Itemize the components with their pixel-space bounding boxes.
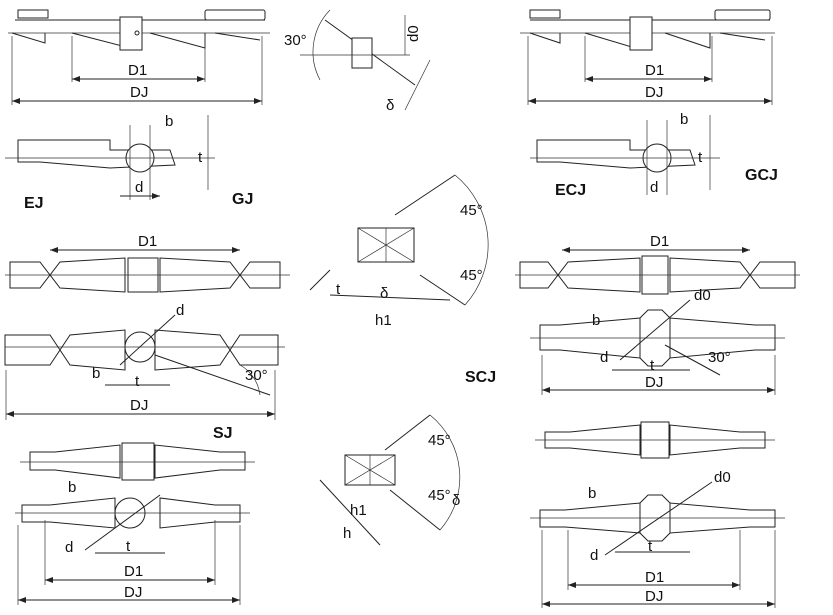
ecj-t-label: t: [698, 149, 703, 166]
gj-name: GJ: [232, 191, 253, 208]
sj-30-label: 30°: [245, 367, 268, 384]
br-dj-label: DJ: [645, 588, 663, 605]
ej-dj-label: DJ: [130, 84, 148, 101]
ej-name: EJ: [24, 195, 44, 212]
bl-b-label: b: [68, 479, 76, 496]
sj-d-label: d: [176, 302, 184, 319]
delta-label: δ: [386, 97, 394, 114]
bc-45a-label: 45°: [428, 432, 451, 449]
br-d-label: d: [590, 547, 598, 564]
bl-d-label: d: [65, 539, 73, 556]
angle-detail: 30° d0 δ: [284, 9, 431, 114]
ecj-front-view: D1 DJ: [520, 9, 775, 105]
right-b-label: b: [592, 312, 600, 329]
right-dj-label: DJ: [645, 374, 663, 391]
right-t-label: t: [650, 357, 655, 374]
br-t-label: t: [648, 538, 653, 555]
scj-45a-label: 45°: [460, 202, 483, 219]
ecj-d1-label: D1: [645, 62, 664, 79]
sj-name: SJ: [213, 425, 233, 442]
ecj-b-label: b: [680, 111, 688, 128]
right-top-view: D1: [515, 233, 800, 295]
scj-name: SCJ: [465, 369, 496, 386]
ej-d-label: d: [135, 179, 143, 196]
bc-h-label: h: [343, 525, 351, 542]
ej-t-label: t: [198, 149, 203, 166]
right-30-label: 30°: [708, 349, 731, 366]
ej-side-view: b t d EJ GJ: [5, 113, 253, 212]
bottom-left-views: b d t D1 DJ: [15, 442, 255, 605]
right-front-view: d0 b d t 30° DJ: [530, 287, 785, 395]
scj-detail: 45° 45° t δ h1 SCJ: [309, 174, 496, 386]
br-d1-label: D1: [645, 569, 664, 586]
bc-45b-label: 45°: [428, 487, 451, 504]
sj-d1-label: D1: [138, 233, 157, 250]
ecj-side-view: b t d ECJ GCJ: [530, 111, 778, 199]
ej-b-label: b: [165, 113, 173, 130]
d0-label: d0: [405, 25, 422, 42]
bc-h1-label: h1: [350, 502, 367, 519]
bl-t-label: t: [126, 538, 131, 555]
ecj-name: ECJ: [555, 182, 586, 199]
ecj-dj-label: DJ: [645, 84, 663, 101]
ecj-d-label: d: [650, 179, 658, 196]
sj-b-label: b: [92, 365, 100, 382]
angle-30-label: 30°: [284, 32, 307, 49]
scj-t-label: t: [336, 281, 341, 298]
gcj-name: GCJ: [745, 167, 778, 184]
right-d-label: d: [600, 349, 608, 366]
ej-front-view: D1 DJ: [8, 9, 270, 105]
bottom-center-detail: 45° 45° δ h1 h: [319, 414, 460, 546]
scj-delta-label: δ: [380, 285, 388, 302]
sj-front-view: d b t 30° DJ SJ: [4, 302, 285, 442]
bc-delta-label: δ: [452, 492, 460, 509]
br-b-label: b: [588, 485, 596, 502]
right-d0-label: d0: [694, 287, 711, 304]
scj-h1-label: h1: [375, 312, 392, 329]
bl-dj-label: DJ: [124, 584, 142, 601]
sj-t-label: t: [135, 373, 140, 390]
bottom-right-views: d0 b d t D1 DJ: [530, 421, 785, 608]
scj-45b-label: 45°: [460, 267, 483, 284]
br-d0-label: d0: [714, 469, 731, 486]
right-d1-label: D1: [650, 233, 669, 250]
sj-top-view: D1: [5, 233, 290, 293]
ej-d1-label: D1: [128, 62, 147, 79]
sj-dj-label: DJ: [130, 397, 148, 414]
bl-d1-label: D1: [124, 563, 143, 580]
